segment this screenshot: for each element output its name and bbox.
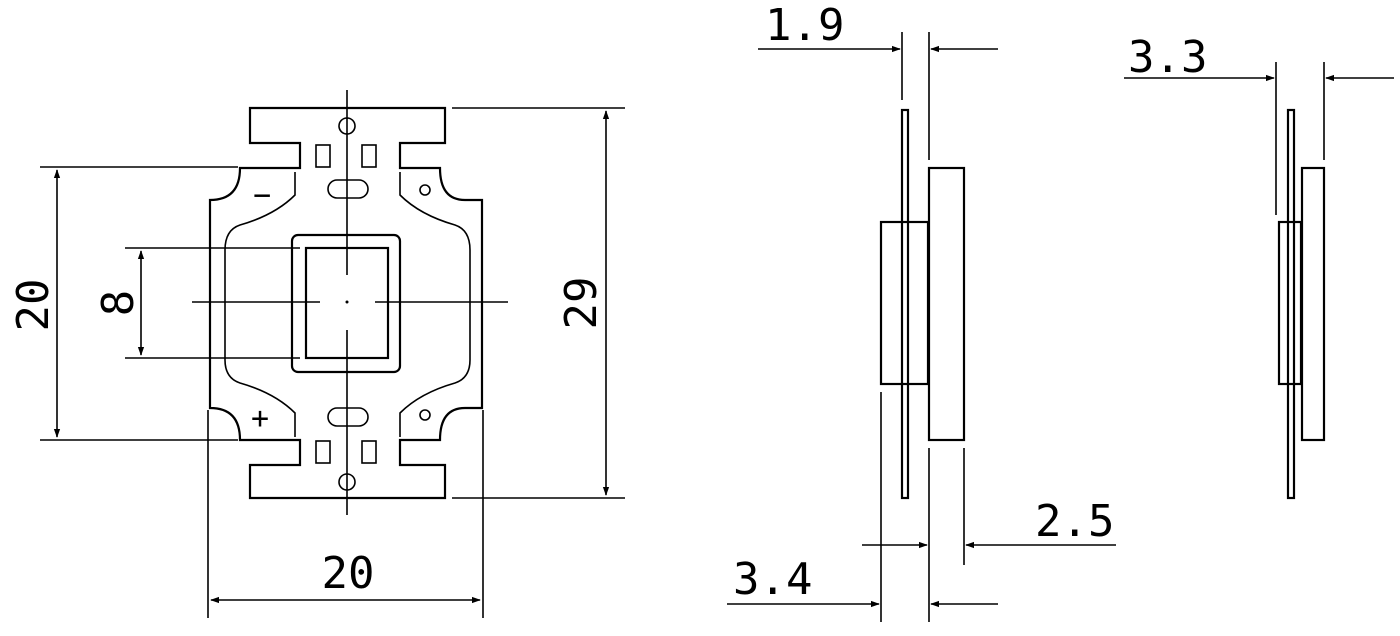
center-dot bbox=[345, 300, 349, 304]
dimension-3-3-label: 3.3 bbox=[1128, 32, 1207, 83]
lens-outer bbox=[290, 233, 402, 374]
mount-slot bbox=[327, 179, 369, 199]
lead-strip bbox=[900, 108, 910, 500]
plus-sign: + bbox=[251, 401, 269, 436]
pin-tab bbox=[361, 144, 377, 168]
inner-frame bbox=[224, 172, 471, 437]
pin-tab bbox=[361, 440, 377, 464]
minus-sign: − bbox=[253, 178, 271, 213]
mount-hole bbox=[419, 184, 431, 196]
base-plate bbox=[927, 166, 966, 442]
dimension-lens-label: 8 bbox=[93, 290, 144, 317]
mount-slot bbox=[327, 407, 369, 427]
dimension-overall-height-label: 29 bbox=[556, 277, 607, 330]
dimension-height-label: 20 bbox=[8, 279, 59, 332]
lead-strip bbox=[1286, 108, 1296, 500]
pin-tab bbox=[315, 440, 331, 464]
dimension-width-label: 20 bbox=[322, 548, 375, 599]
base-plate bbox=[1300, 166, 1326, 442]
side-view-a: 1.9 2.5 3.4 bbox=[727, 0, 1116, 622]
side-view-b: 3.3 bbox=[1124, 32, 1394, 500]
lens-dome bbox=[879, 220, 930, 386]
mount-hole bbox=[419, 409, 431, 421]
lens-dome bbox=[1277, 220, 1303, 386]
dimension-3-4-label: 3.4 bbox=[733, 554, 812, 605]
front-view: − + 20 8 29 20 bbox=[8, 90, 625, 618]
dimension-2-5-label: 2.5 bbox=[1035, 496, 1114, 547]
package-outline bbox=[208, 106, 484, 500]
pin-tab bbox=[315, 144, 331, 168]
dimension-1-9-label: 1.9 bbox=[765, 0, 844, 51]
